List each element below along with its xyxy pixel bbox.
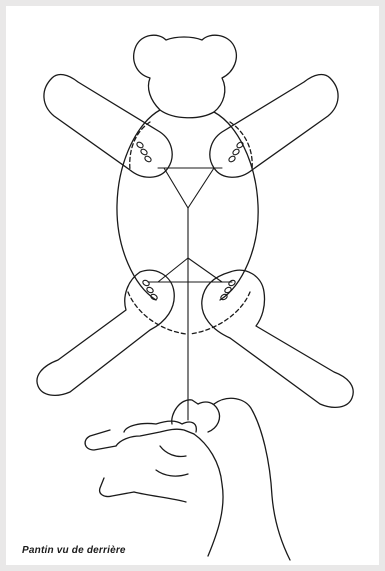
upper-strings xyxy=(158,168,222,208)
right-arm xyxy=(210,75,338,178)
figure-caption: Pantin vu de derrière xyxy=(22,545,126,556)
left-leg xyxy=(37,270,186,395)
bear-head xyxy=(134,35,237,118)
left-arm-buttons xyxy=(136,141,152,163)
lower-strings xyxy=(148,258,232,282)
left-arm xyxy=(44,75,172,178)
right-leg xyxy=(190,270,353,407)
hand xyxy=(85,398,290,560)
right-arm-buttons xyxy=(228,141,244,163)
